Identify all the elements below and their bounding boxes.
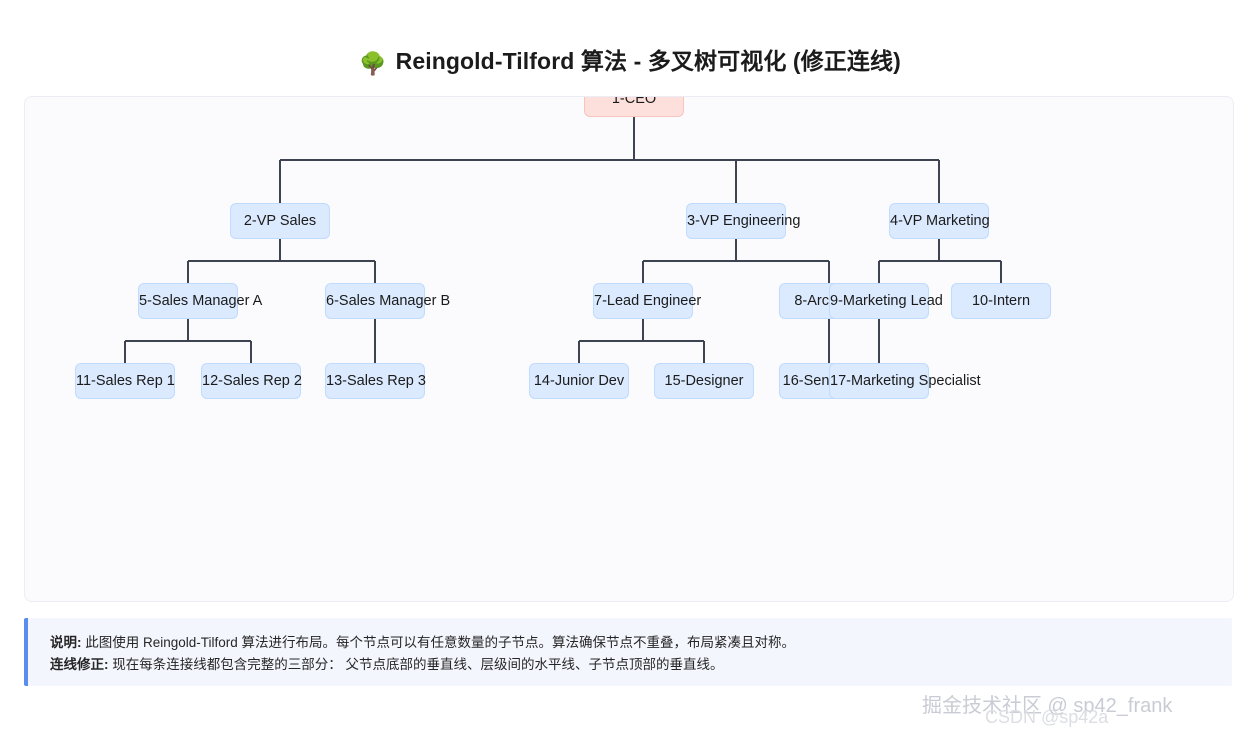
explanation-note: 说明: 此图使用 Reingold-Tilford 算法进行布局。每个节点可以有… [24,618,1232,686]
edge-layer [124,117,1002,363]
tree-canvas[interactable]: 1-CEO 2-VP Sales 3-VP Engineering 4-VP Mark… [25,97,1233,601]
tree-visualization-panel[interactable]: 1-CEO 2-VP Sales 3-VP Engineering 4-VP Mark… [24,96,1234,602]
watermark-csdn: CSDN @sp42a [985,707,1109,727]
tree-node-13[interactable]: 13-Sales Rep 3 [325,363,426,399]
tree-node-label: 4-VP Marketing [890,213,990,229]
tree-node-2[interactable]: 2-VP Sales [230,203,330,239]
tree-node-label: 10-Intern [971,293,1031,309]
note-line-connector-fix-text: 现在每条连接线都包含完整的三部分： 父节点底部的垂直线、层级间的水平线、子节点顶… [108,657,724,672]
bottom-strip [0,727,1260,741]
tree-node-label: 7-Lead Engineer [594,293,702,309]
tree-node-label: 15-Designer [664,373,744,389]
tree-node-6[interactable]: 6-Sales Manager B [325,283,450,319]
tree-node-14[interactable]: 14-Junior Dev [529,363,629,399]
tree-node-label: 3-VP Engineering [687,213,801,229]
tree-node-label: 9-Marketing Lead [830,293,943,309]
tree-node-9[interactable]: 9-Marketing Lead [829,283,943,319]
tree-node-label: 11-Sales Rep 1 [76,373,175,389]
tree-node-label: 12-Sales Rep 2 [202,373,302,389]
tree-node-5[interactable]: 5-Sales Manager A [138,283,262,319]
note-line-description: 说明: 此图使用 Reingold-Tilford 算法进行布局。每个节点可以有… [50,632,1232,654]
tree-node-label: 2-VP Sales [243,213,317,229]
note-line-description-label: 说明: [50,635,82,650]
tree-icon: 🌳 [359,51,387,76]
page-title-text: Reingold-Tilford 算法 - 多叉树可视化 (修正连线) [395,48,901,74]
page-title: 🌳 Reingold-Tilford 算法 - 多叉树可视化 (修正连线) [0,42,1260,77]
tree-node-label: 13-Sales Rep 3 [326,373,426,389]
tree-node-3[interactable]: 3-VP Engineering [686,203,800,239]
tree-node-label: 5-Sales Manager A [139,293,263,309]
note-line-connector-fix: 连线修正: 现在每条连接线都包含完整的三部分： 父节点底部的垂直线、层级间的水平… [50,654,1232,676]
watermark-juejin: 掘金技术社区 @ sp42_frank [922,695,1173,717]
tree-node-10[interactable]: 10-Intern [951,283,1051,319]
note-line-connector-fix-label: 连线修正: [50,657,109,672]
tree-node-15[interactable]: 15-Designer [654,363,754,399]
note-line-description-text: 此图使用 Reingold-Tilford 算法进行布局。每个节点可以有任意数量… [81,635,796,650]
tree-node-17[interactable]: 17-Marketing Specialist [829,363,981,399]
tree-node-7[interactable]: 7-Lead Engineer [593,283,701,319]
tree-node-12[interactable]: 12-Sales Rep 2 [201,363,302,399]
tree-node-label: 14-Junior Dev [533,373,625,389]
tree-node-1[interactable]: 1-CEO [584,96,684,117]
tree-node-11[interactable]: 11-Sales Rep 1 [75,363,175,399]
tree-node-label: 17-Marketing Specialist [830,373,981,389]
tree-node-label: 1-CEO [611,96,657,107]
tree-node-label: 6-Sales Manager B [326,293,451,309]
tree-node-4[interactable]: 4-VP Marketing [889,203,990,239]
